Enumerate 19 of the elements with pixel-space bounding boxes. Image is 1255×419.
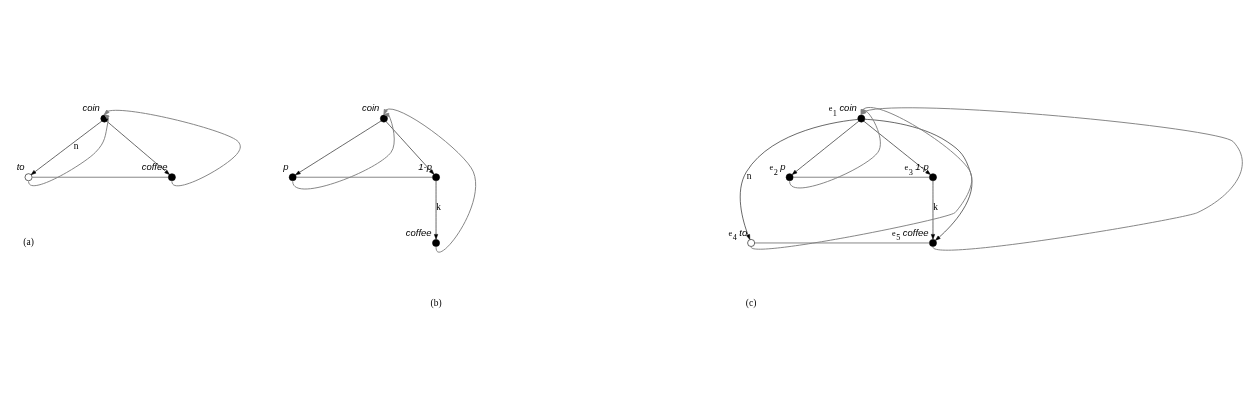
node-label: p bbox=[283, 160, 289, 172]
label: (b) bbox=[430, 298, 442, 309]
node-label: 1-p bbox=[418, 160, 432, 172]
edge-label: n bbox=[73, 141, 79, 152]
edge-label: n bbox=[746, 171, 752, 182]
node-label: 1-p bbox=[915, 160, 929, 172]
node-label: to bbox=[16, 160, 25, 172]
node-label: p bbox=[780, 160, 786, 172]
label: (a) bbox=[23, 237, 34, 248]
node-label: coin bbox=[82, 102, 100, 114]
node-label: coffee bbox=[405, 226, 432, 238]
node-label: coin bbox=[362, 102, 380, 114]
node-label: to bbox=[739, 226, 748, 238]
label: (c) bbox=[745, 298, 757, 309]
node-label: coffee bbox=[902, 226, 929, 238]
node-label: coffee bbox=[141, 160, 168, 172]
node-label: coin bbox=[839, 102, 857, 114]
edge-label: k bbox=[436, 201, 442, 212]
edge-label: k bbox=[933, 201, 938, 212]
